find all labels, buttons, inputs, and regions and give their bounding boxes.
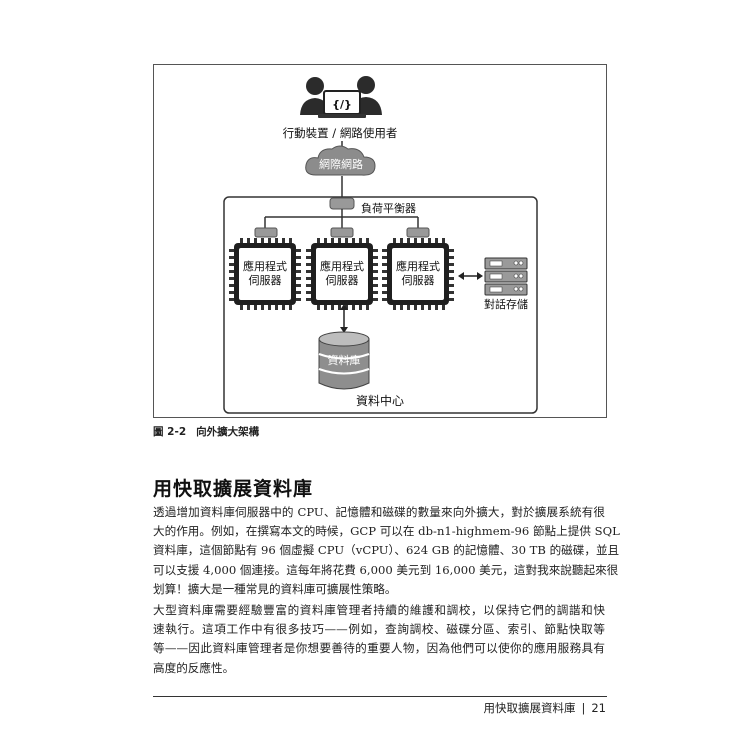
paragraph-line: 等——因此資料庫管理者是你想要善待的重要人物，因為他們可以使你的應用服務具有 — [153, 641, 605, 656]
page-footer: 用快取擴展資料庫 | 21 — [483, 700, 606, 716]
paragraph-line: 大的作用。例如，在撰寫本文的時候，GCP 可以在 db-n1-highmem-9… — [153, 524, 620, 539]
app-server-label: 應用程式 — [243, 259, 287, 273]
app-server-label: 應用程式 — [396, 259, 440, 273]
figure-caption-text: 向外擴大架構 — [196, 426, 260, 438]
db-arrow — [340, 304, 348, 333]
figure-2-2: {/} 行動裝置 / 網路使用者 網際網路 負荷平衡器 — [153, 64, 607, 418]
session-store-icon — [484, 257, 528, 296]
load-balancer-icon — [329, 197, 355, 210]
database-icon: 資料庫 — [318, 331, 370, 390]
users-label: 行動裝置 / 網路使用者 — [283, 126, 398, 140]
paragraph-line: 資料庫，這個節點有 96 個虛擬 CPU（vCPU）、624 GB 的記憶體、3… — [153, 543, 620, 558]
figure-caption: 圖 2-2 向外擴大架構 — [153, 424, 259, 439]
code-icon: {/} — [332, 98, 352, 111]
session-store-label: 對話存儲 — [484, 297, 528, 311]
paragraph-line: 透過增加資料庫伺服器中的 CPU、記憶體和磁碟的數量來向外擴大，對於擴展系統有很 — [153, 505, 605, 519]
data-center-label: 資料中心 — [356, 393, 404, 408]
load-balancer-label: 負荷平衡器 — [361, 202, 416, 215]
paragraph-line: 划算！擴大是一種常見的資料庫可擴展性策略。 — [153, 581, 397, 596]
session-arrow — [458, 272, 483, 280]
footer-separator: | — [581, 701, 586, 715]
laptop-icon: {/} — [318, 90, 366, 118]
app-server-label: 伺服器 — [326, 274, 359, 287]
paragraph-2: 大型資料庫需要經驗豐富的資料庫管理者持續的維護和調校，以保持它們的調諧和快 速執… — [153, 601, 605, 678]
architecture-diagram: {/} 行動裝置 / 網路使用者 網際網路 負荷平衡器 — [223, 76, 538, 414]
database-label: 資料庫 — [328, 353, 361, 367]
running-footer-title: 用快取擴展資料庫 — [483, 701, 576, 715]
paragraph-line: 高度的反應性。 — [153, 660, 235, 675]
footer-rule — [153, 696, 607, 697]
internet-cloud-icon: 網際網路 — [305, 145, 376, 176]
data-center-container — [223, 196, 538, 414]
cloud-label: 網際網路 — [319, 157, 363, 171]
paragraph-1: 透過增加資料庫伺服器中的 CPU、記憶體和磁碟的數量來向外擴大，對於擴展系統有很… — [153, 503, 620, 599]
paragraph-line: 大型資料庫需要經驗豐富的資料庫管理者持續的維護和調校，以保持它們的調諧和快 — [153, 603, 605, 617]
page-number: 21 — [591, 701, 606, 715]
section-heading: 用快取擴展資料庫 — [153, 478, 314, 500]
figure-number: 圖 2-2 — [153, 426, 187, 438]
app-server-label: 伺服器 — [402, 274, 435, 287]
paragraph-line: 可以支援 4,000 個連接。這每年將花費 6,000 美元到 16,000 美… — [153, 562, 619, 577]
app-server-label: 伺服器 — [249, 274, 282, 287]
app-server-label: 應用程式 — [320, 259, 364, 273]
paragraph-line: 速執行。這項工作中有很多技巧——例如，查詢調校、磁碟分區、索引、節點快取等 — [153, 622, 605, 637]
